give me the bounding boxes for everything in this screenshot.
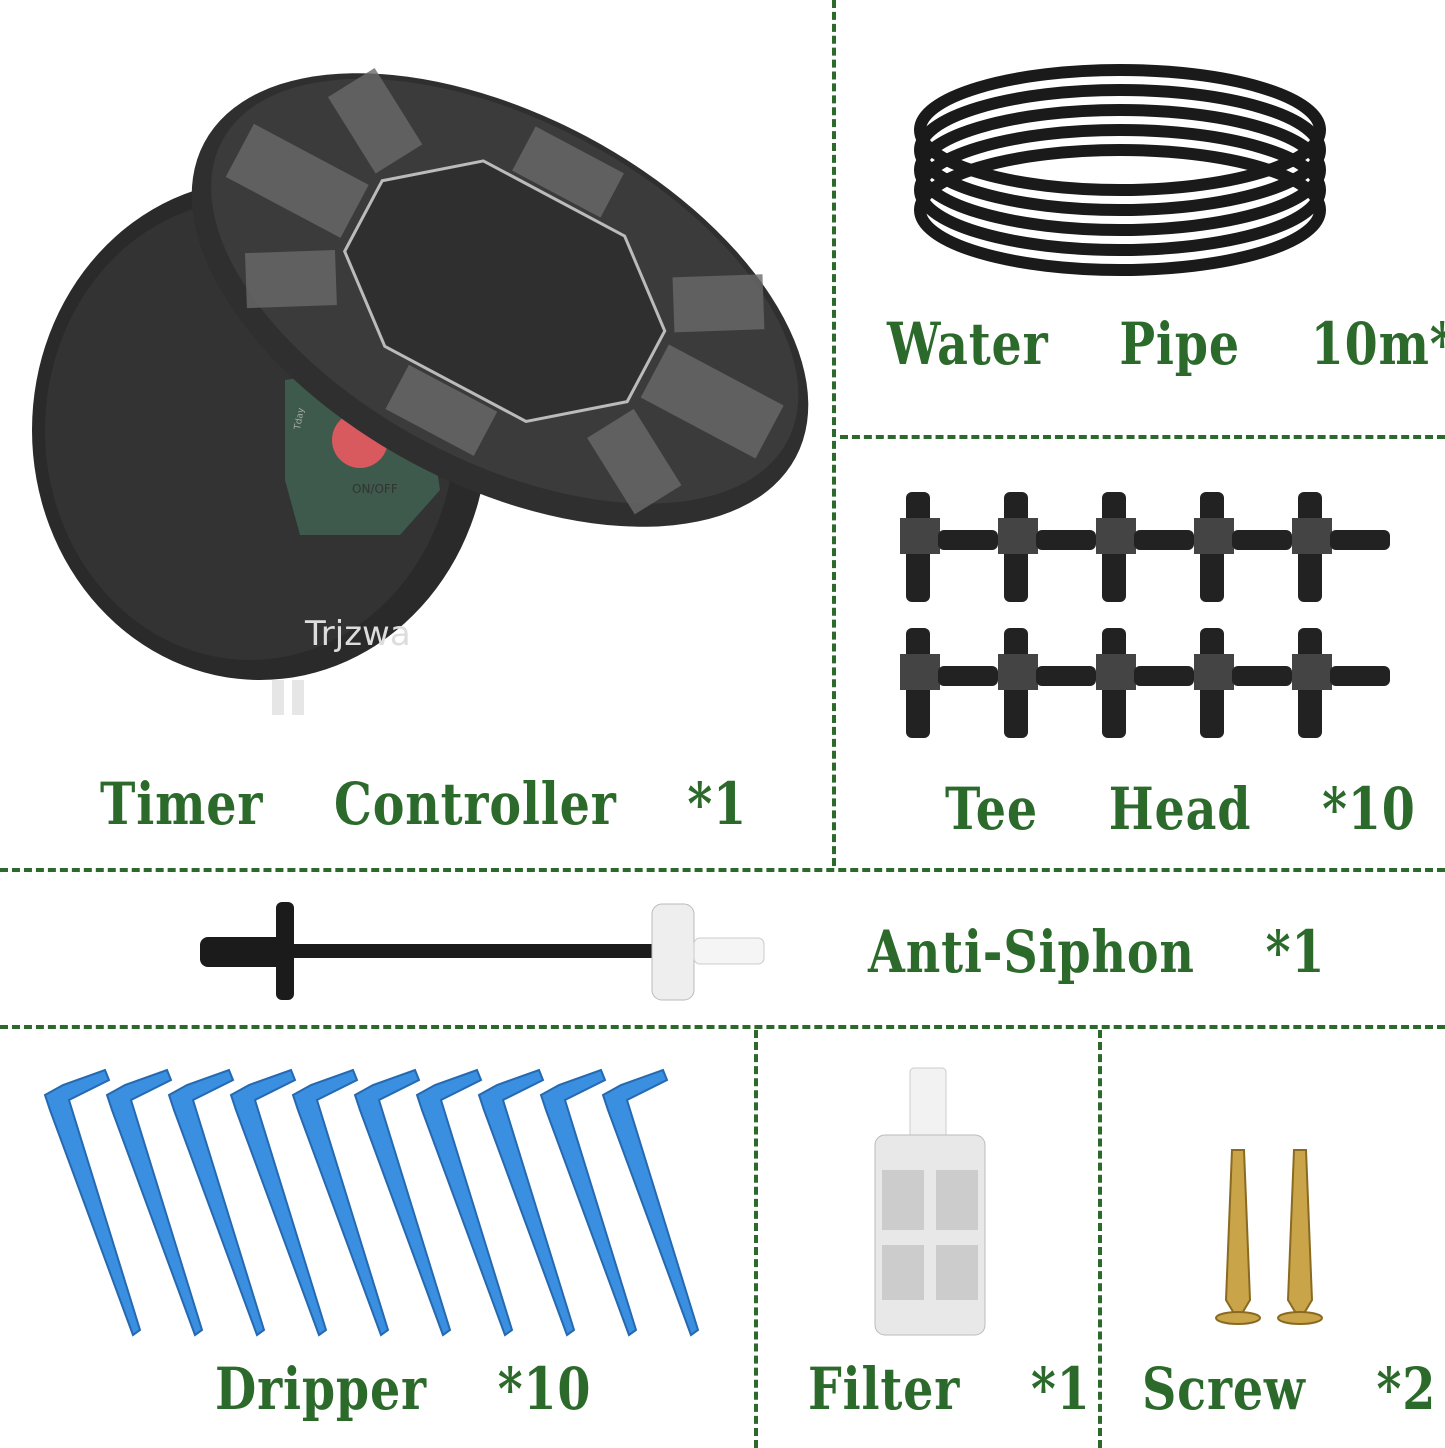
dripper xyxy=(539,1068,638,1337)
dripper-label: Dripper *10 xyxy=(215,1355,592,1423)
dripper xyxy=(229,1068,328,1337)
divider-vertical-top xyxy=(832,0,836,866)
filter-image xyxy=(874,1067,986,1336)
anti-siphon-label: Anti-Siphon *1 xyxy=(868,918,1326,986)
tee-head xyxy=(900,492,998,602)
svg-text:Tday: Tday xyxy=(293,406,307,431)
anti-siphon-image xyxy=(200,902,765,1001)
tee-head xyxy=(1096,492,1194,602)
divider-horizontal-right xyxy=(840,435,1445,439)
timer-controller-image: ON/OFF Tday Trjzwa xyxy=(32,67,809,715)
tee-head xyxy=(1194,492,1292,602)
divider-horizontal-middle xyxy=(0,868,1445,872)
screw-label: Screw *2 xyxy=(1142,1355,1437,1423)
dripper xyxy=(291,1068,390,1337)
tee-head xyxy=(998,628,1096,738)
dripper xyxy=(167,1068,266,1337)
dripper xyxy=(601,1068,700,1337)
tee-head xyxy=(1292,492,1390,602)
dripper xyxy=(415,1068,514,1337)
timer-controller-label: Timer Controller *1 xyxy=(100,770,748,838)
divider-vertical-bottom-left xyxy=(754,1030,758,1448)
dripper xyxy=(105,1068,204,1337)
tee-head xyxy=(1096,628,1194,738)
tee-head xyxy=(998,492,1096,602)
tee-head-image xyxy=(900,492,1390,738)
brand-logo: Trjzwa xyxy=(304,614,411,654)
divider-horizontal-lower xyxy=(0,1025,1445,1029)
switch-label: ON/OFF xyxy=(352,482,398,496)
screw-image xyxy=(1215,1149,1323,1325)
solar-panel xyxy=(191,67,809,527)
tee-head xyxy=(1194,628,1292,738)
tee-head-label: Tee Head *10 xyxy=(945,775,1416,843)
water-pipe-image xyxy=(914,64,1326,276)
dripper xyxy=(353,1068,452,1337)
divider-vertical-bottom-right xyxy=(1098,1030,1102,1448)
tee-head xyxy=(1292,628,1390,738)
dripper-image xyxy=(43,1068,700,1337)
dripper xyxy=(43,1068,142,1337)
tee-head xyxy=(900,628,998,738)
filter-label: Filter *1 xyxy=(808,1355,1091,1423)
water-pipe-label: Water Pipe 10m*1 xyxy=(887,310,1445,378)
dripper xyxy=(477,1068,576,1337)
